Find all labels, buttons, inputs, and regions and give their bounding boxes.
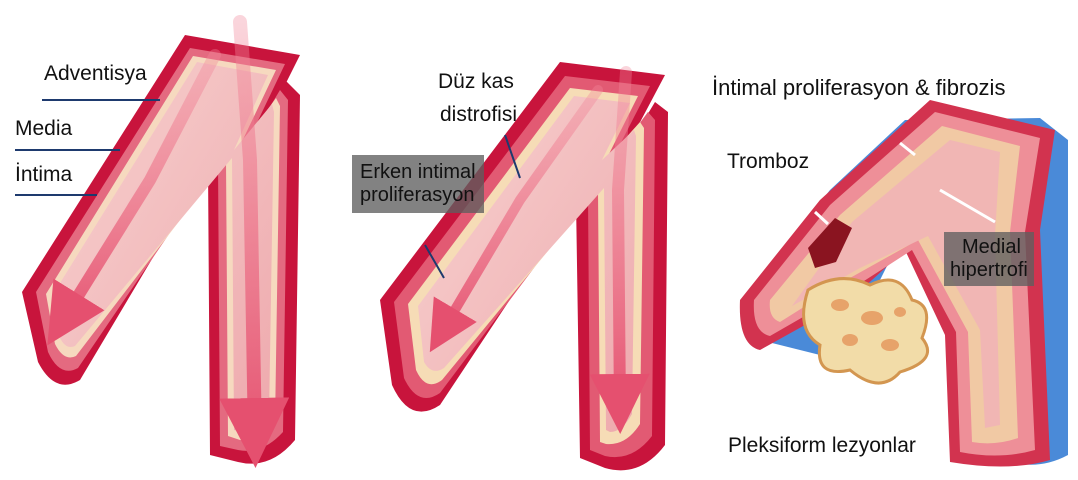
early-proliferation-box: Erken intimal proliferasyon: [352, 155, 484, 213]
label-intima: İntima: [15, 163, 72, 186]
label-adventitia: Adventisya: [44, 62, 147, 85]
medial-hypertrophy-line2: hipertrofi: [950, 259, 1028, 282]
medial-hypertrophy-line1: Medial: [950, 236, 1028, 259]
early-remodeling-vessel: [380, 62, 668, 470]
label-smooth-muscle-2: distrofisi: [440, 103, 517, 126]
label-media: Media: [15, 117, 72, 140]
plexiform-lesion: [804, 279, 928, 383]
medial-hypertrophy-box: Medial hipertrofi: [944, 232, 1034, 286]
normal-vessel: [15, 22, 300, 464]
label-plexiform: Pleksiform lezyonlar: [728, 434, 916, 457]
label-thrombosis: Tromboz: [727, 150, 809, 173]
label-smooth-muscle-1: Düz kas: [438, 70, 514, 93]
early-proliferation-line2: proliferasyon: [360, 184, 476, 207]
label-intimal-fibrosis: İntimal proliferasyon & fibrozis: [712, 76, 1005, 100]
early-proliferation-line1: Erken intimal: [360, 161, 476, 184]
